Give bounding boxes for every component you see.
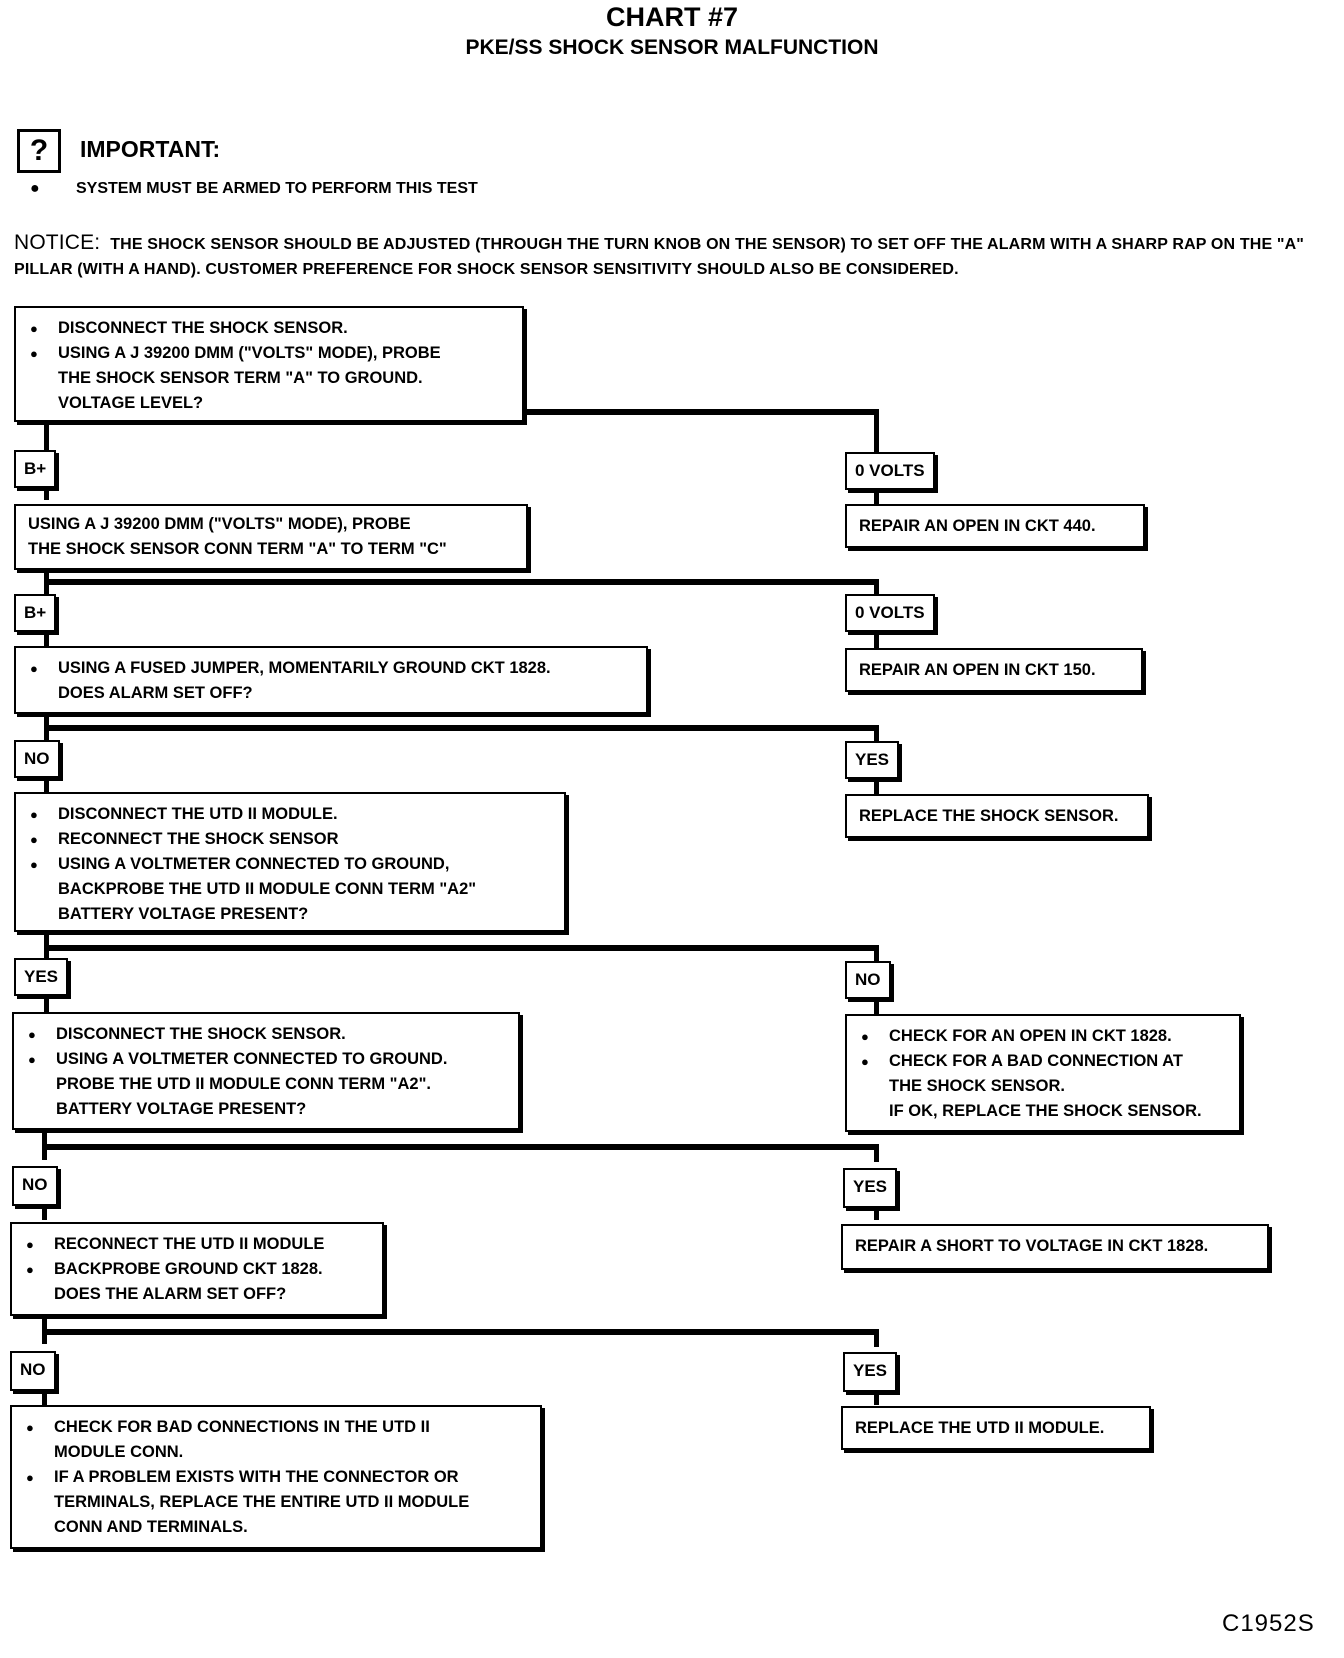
result4-right-bullet: CHECK FOR AN OPEN IN CKT 1828. <box>859 1024 1229 1049</box>
step4-line: BATTERY VOLTAGE PRESENT? <box>58 905 309 923</box>
connector-drop <box>44 774 49 792</box>
chart-title: CHART #7 <box>605 2 739 32</box>
step7-bullet: CHECK FOR BAD CONNECTIONS IN THE UTD II <box>24 1415 530 1440</box>
connector-stem <box>44 568 49 594</box>
step5-line: BATTERY VOLTAGE PRESENT? <box>56 1100 307 1118</box>
step1-box: DISCONNECT THE SHOCK SENSOR. USING A J 3… <box>14 306 524 422</box>
result2-right-text: REPAIR AN OPEN IN CKT 150. <box>859 661 1096 679</box>
connector-bar <box>44 725 879 731</box>
step4-line: BACKPROBE THE UTD II MODULE CONN TERM "A… <box>58 880 477 898</box>
result5-right-text: REPAIR A SHORT TO VOLTAGE IN CKT 1828. <box>855 1237 1209 1255</box>
connector-stem <box>44 712 49 740</box>
notice-label: NOTICE: <box>14 231 101 254</box>
connector-stem <box>42 1316 47 1344</box>
connector-bar <box>42 1329 879 1335</box>
result1-right-box: REPAIR AN OPEN IN CKT 440. <box>845 504 1145 548</box>
result4-right-bullet: CHECK FOR A BAD CONNECTION AT <box>859 1049 1229 1074</box>
connector-drop <box>874 1385 879 1405</box>
step7-line: TERMINALS, REPLACE THE ENTIRE UTD II MOD… <box>54 1493 470 1511</box>
connector-stem <box>42 1130 47 1160</box>
chart-subtitle: PKE/SS SHOCK SENSOR MALFUNCTION <box>465 36 879 59</box>
important-item: ● SYSTEM MUST BE ARMED TO PERFORM THIS TE… <box>30 180 478 198</box>
connector-drop <box>44 994 49 1012</box>
connector-bar <box>42 1144 879 1150</box>
connector-drop <box>42 1200 47 1220</box>
step4-bullet: USING A VOLTMETER CONNECTED TO GROUND, <box>28 852 554 877</box>
connector-drop <box>874 1200 879 1220</box>
result5-right-box: REPAIR A SHORT TO VOLTAGE IN CKT 1828. <box>841 1224 1269 1270</box>
step7-box: CHECK FOR BAD CONNECTIONS IN THE UTD II … <box>10 1405 542 1549</box>
result4-right-line: IF OK, REPLACE THE SHOCK SENSOR. <box>889 1102 1202 1120</box>
step6-bullet: BACKPROBE GROUND CKT 1828. <box>24 1257 372 1282</box>
important-label: IMPORTANT: <box>80 136 221 162</box>
branch1-left-label: B+ <box>14 450 57 488</box>
result2-right-box: REPAIR AN OPEN IN CKT 150. <box>845 648 1143 692</box>
branch1-right-label: 0 VOLTS <box>845 452 935 490</box>
step5-box: DISCONNECT THE SHOCK SENSOR. USING A VOL… <box>12 1012 520 1130</box>
branch2-right-label: 0 VOLTS <box>845 594 935 632</box>
step3-bullet: USING A FUSED JUMPER, MOMENTARILY GROUND… <box>28 656 636 681</box>
result6-right-box: REPLACE THE UTD II MODULE. <box>841 1406 1151 1450</box>
step4-bullet: DISCONNECT THE UTD II MODULE. <box>28 802 554 827</box>
connector-drop <box>874 630 879 648</box>
step2-box: USING A J 39200 DMM ("VOLTS" MODE), PROB… <box>14 504 528 570</box>
connector-drop <box>874 945 879 961</box>
connector-drop <box>874 776 879 794</box>
step2-line: THE SHOCK SENSOR CONN TERM "A" TO TERM "… <box>28 540 447 558</box>
branch3-left-label: NO <box>14 740 60 778</box>
result4-right-line: THE SHOCK SENSOR. <box>889 1077 1066 1095</box>
connector-drop <box>874 1329 879 1347</box>
branch6-left-label: NO <box>10 1351 56 1391</box>
result1-right-text: REPAIR AN OPEN IN CKT 440. <box>859 517 1096 535</box>
branch6-right-label: YES <box>843 1352 898 1392</box>
step7-line: CONN AND TERMINALS. <box>54 1518 248 1536</box>
step3-line: DOES ALARM SET OFF? <box>58 684 253 702</box>
connector-drop <box>42 1385 47 1405</box>
branch4-left-label: YES <box>14 958 69 996</box>
step4-box: DISCONNECT THE UTD II MODULE. RECONNECT … <box>14 792 566 932</box>
step1-bullet: DISCONNECT THE SHOCK SENSOR. <box>28 316 512 341</box>
branch5-left-label: NO <box>12 1166 58 1206</box>
step3-box: USING A FUSED JUMPER, MOMENTARILY GROUND… <box>14 646 648 714</box>
step7-line: MODULE CONN. <box>54 1443 184 1461</box>
step6-line: DOES THE ALARM SET OFF? <box>54 1285 287 1303</box>
connector-stem <box>44 934 49 958</box>
branch3-right-label: YES <box>845 741 900 779</box>
connector-drop <box>874 725 879 741</box>
step6-box: RECONNECT THE UTD II MODULE BACKPROBE GR… <box>10 1222 384 1316</box>
connector-drop <box>874 484 879 504</box>
connector-drop <box>874 409 879 453</box>
step2-line: USING A J 39200 DMM ("VOLTS" MODE), PROB… <box>28 515 411 533</box>
connector-drop <box>874 996 879 1014</box>
connector-drop <box>874 1144 879 1162</box>
step5-bullet: USING A VOLTMETER CONNECTED TO GROUND. <box>26 1047 508 1072</box>
question-mark-icon: ? <box>17 129 61 173</box>
step5-line: PROBE THE UTD II MODULE CONN TERM "A2". <box>56 1075 431 1093</box>
result3-right-text: REPLACE THE SHOCK SENSOR. <box>859 807 1119 825</box>
step6-bullet: RECONNECT THE UTD II MODULE <box>24 1232 372 1257</box>
result4-right-box: CHECK FOR AN OPEN IN CKT 1828. CHECK FOR… <box>845 1014 1241 1132</box>
step1-line: VOLTAGE LEVEL? <box>58 394 204 412</box>
step5-bullet: DISCONNECT THE SHOCK SENSOR. <box>26 1022 508 1047</box>
step7-bullet: IF A PROBLEM EXISTS WITH THE CONNECTOR O… <box>24 1465 530 1490</box>
branch4-right-label: NO <box>845 961 891 999</box>
connector-drop <box>44 628 49 646</box>
step4-bullet: RECONNECT THE SHOCK SENSOR <box>28 827 554 852</box>
notice: NOTICE:THE SHOCK SENSOR SHOULD BE ADJUST… <box>14 230 1334 282</box>
figure-code: C1952S <box>1222 1610 1315 1637</box>
connector-stem <box>44 400 49 450</box>
connector-bar <box>44 945 879 951</box>
connector-bar <box>44 579 879 585</box>
bullet-icon: ● <box>30 180 40 197</box>
result6-right-text: REPLACE THE UTD II MODULE. <box>855 1419 1105 1437</box>
branch5-right-label: YES <box>843 1168 898 1208</box>
result3-right-box: REPLACE THE SHOCK SENSOR. <box>845 794 1149 838</box>
connector-drop <box>44 480 49 500</box>
connector-drop <box>874 579 879 595</box>
step1-bullet: USING A J 39200 DMM ("VOLTS" MODE), PROB… <box>28 341 512 366</box>
important-item-text: SYSTEM MUST BE ARMED TO PERFORM THIS TES… <box>76 180 478 197</box>
notice-text: THE SHOCK SENSOR SHOULD BE ADJUSTED (THR… <box>14 236 1305 278</box>
branch2-left-label: B+ <box>14 594 57 632</box>
step1-line: THE SHOCK SENSOR TERM "A" TO GROUND. <box>58 369 423 387</box>
